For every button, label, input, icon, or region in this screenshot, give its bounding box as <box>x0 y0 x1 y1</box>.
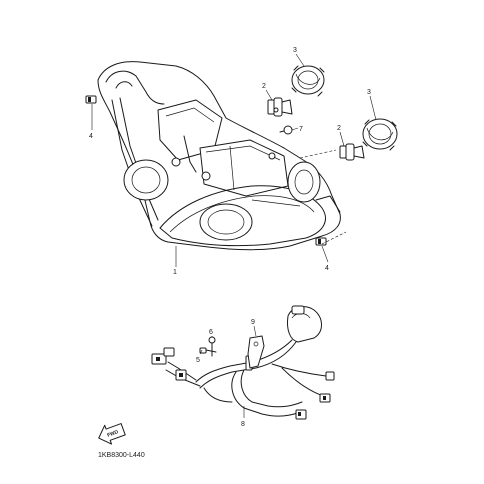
bracket-9 <box>247 335 265 369</box>
drawing-code: 1KB8300-L440 <box>98 452 145 459</box>
callout-2-top: 2 <box>262 83 266 90</box>
position-lamp-right <box>315 237 327 246</box>
bulb-cover-top <box>291 65 325 97</box>
callout-6: 6 <box>209 329 213 336</box>
headlight-assembly <box>97 61 341 251</box>
callout-3-right: 3 <box>367 89 371 96</box>
fwd-label: FWD <box>106 429 119 439</box>
fwd-arrow: FWD <box>98 423 126 445</box>
bulb-left <box>267 97 293 117</box>
callout-9: 9 <box>251 319 255 326</box>
bulb-cover-right <box>362 118 398 151</box>
callout-3-top: 3 <box>293 47 297 54</box>
callout-8: 8 <box>241 421 245 428</box>
bolt-5 <box>199 347 217 354</box>
screw-6 <box>208 336 216 357</box>
callout-labels: 1 2 2 3 3 4 4 5 6 7 8 9 <box>89 47 371 428</box>
callout-7: 7 <box>299 126 303 133</box>
callout-4-right: 4 <box>325 265 329 272</box>
bulb-right <box>339 143 365 161</box>
leader-lines <box>91 53 377 418</box>
wire-harness <box>151 305 335 420</box>
callout-4-left: 4 <box>89 133 93 140</box>
callout-1: 1 <box>173 269 177 276</box>
callout-2-right: 2 <box>337 125 341 132</box>
callout-5: 5 <box>196 357 200 364</box>
screw-7 <box>279 125 293 135</box>
position-lamp-left <box>85 95 97 104</box>
